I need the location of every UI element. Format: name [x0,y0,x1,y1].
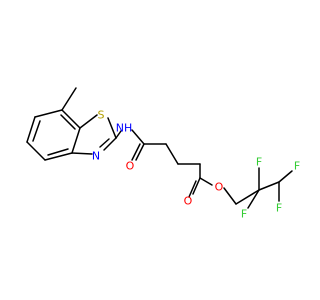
atom-label-fluorine-4: F [276,202,282,215]
bond-ester-3 [199,177,213,186]
bond-methyl [61,87,77,111]
bond-tail-4 [258,181,280,191]
bond-lines [26,87,293,209]
bond-thiazole-3 [103,137,117,151]
atom-label-amide-nitrogen: NH [116,122,133,135]
bond-c-nh [115,130,122,139]
bond-tail-1 [235,189,260,205]
bond-benzene-inner-1 [32,120,41,142]
bond-benzene-2 [26,116,36,143]
bond-ester-1 [192,177,201,195]
atom-label-ester-carbonyl-oxygen: O [184,195,193,208]
bond-tail-5 [278,170,293,183]
atom-label-sulfur: S [98,109,105,122]
bond-benzene-5 [71,127,81,154]
bond-thiazole-2 [107,117,117,139]
atom-label-fluorine-2: F [241,208,247,221]
bond-tail-3 [247,189,260,209]
molecule-structure-diagram: S N NH O O O F F F F [26,87,300,221]
bond-ester-4 [223,187,237,205]
bond-carbonyl-1 [135,143,145,161]
bond-thiazole-1 [79,114,98,129]
atom-label-fluorine-3: F [294,160,300,173]
atom-label-fluorine-1: F [256,156,262,169]
bond-benzene-6 [61,109,81,129]
bond-carbonyl-2 [131,143,141,161]
atom-label-ring-nitrogen: N [92,150,100,163]
bond-chain-2 [165,143,179,165]
bond-benzene-1 [34,109,63,118]
bond-benzene-3 [26,141,46,161]
atom-label-amide-oxygen: O [126,160,135,173]
bond-nh-c [131,129,145,145]
bond-benzene-inner-3 [60,114,76,130]
atom-label-ester-oxygen: O [215,181,224,194]
bond-ester-2 [188,180,197,198]
bond-benzene-4 [44,152,73,161]
bond-benzene-inner-2 [47,148,69,156]
bond-thiazole-4 [99,138,110,148]
bond-thiazole-5 [71,152,93,155]
atom-labels: S N NH O O O F F F F [92,109,300,221]
